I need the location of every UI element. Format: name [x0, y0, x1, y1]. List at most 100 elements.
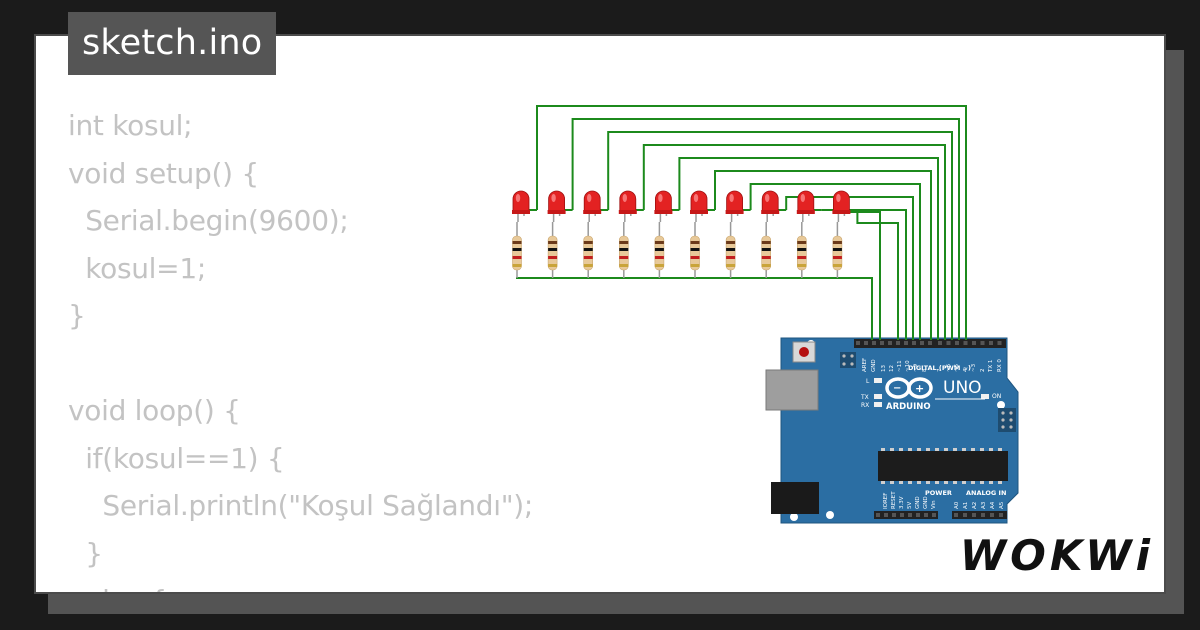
pin-label: 3.3V — [899, 496, 905, 509]
rx-label: RX — [861, 402, 869, 409]
code-line — [68, 340, 533, 388]
header-hole — [963, 513, 967, 517]
wires — [516, 105, 967, 340]
chip-pin — [989, 481, 993, 484]
resistor — [618, 235, 629, 271]
resistor — [690, 235, 700, 271]
logo-minus: − — [893, 383, 901, 394]
tx-label: TX — [860, 394, 869, 401]
led — [548, 190, 565, 213]
led — [761, 190, 779, 213]
analog-label: ANALOG IN — [966, 489, 1006, 497]
led-rim — [583, 210, 602, 214]
pin-label: ~3 — [971, 363, 977, 372]
header-hole — [999, 513, 1003, 517]
chip-pin — [935, 448, 939, 451]
signal-wire — [785, 196, 914, 340]
header-hole — [908, 513, 912, 517]
on-label: ON — [992, 393, 1001, 400]
resistor-band — [761, 264, 771, 267]
led-rim — [832, 210, 851, 214]
led — [583, 190, 601, 213]
chip-pin — [908, 448, 912, 451]
chip-pin — [971, 481, 975, 484]
icsp-header-small — [840, 352, 856, 368]
resistor-band — [832, 241, 842, 244]
resistor-band — [654, 248, 664, 251]
reset-button-cap — [799, 347, 809, 357]
header-hole — [864, 341, 868, 345]
led — [512, 190, 530, 213]
pin-label: 7 — [937, 368, 943, 372]
header-hole — [924, 513, 928, 517]
chip-pin — [926, 481, 930, 484]
chip-pin — [917, 481, 921, 484]
chip-pin — [890, 481, 894, 484]
led-l — [874, 378, 882, 383]
pin-label: 2 — [980, 369, 986, 373]
l-label: L — [866, 378, 870, 385]
header-hole — [884, 513, 888, 517]
header-hole — [928, 341, 932, 345]
led-highlight — [693, 194, 699, 202]
led-rx — [874, 402, 882, 407]
pin-label: ~9 — [913, 363, 919, 372]
usb-connector — [765, 369, 819, 411]
led-resistor-array — [512, 190, 851, 278]
chip-pin — [989, 448, 993, 451]
resistor-band — [654, 264, 664, 267]
circuit-diagram: − + UNO ARDUINO DIGITAL (PWM ~) POWER AN… — [512, 105, 1019, 524]
resistor-band — [583, 248, 593, 251]
header-hole — [990, 513, 994, 517]
header-hole — [997, 341, 1002, 345]
resistor-band — [548, 264, 558, 267]
resistor-band — [583, 264, 593, 267]
pin-label: RESET — [891, 491, 897, 509]
resistor-band — [690, 241, 700, 244]
pin-label: ~10 — [905, 360, 911, 372]
resistor-band — [619, 256, 629, 259]
chip-pin — [944, 448, 948, 451]
chip-pin — [980, 448, 984, 451]
resistor-band — [548, 241, 558, 244]
resistor-band — [619, 264, 629, 267]
header-hole — [856, 341, 860, 345]
pin-label: A1 — [963, 502, 969, 509]
header-hole — [892, 513, 896, 517]
chip-pin — [881, 481, 885, 484]
signal-wire — [571, 118, 960, 340]
header-hole — [896, 341, 900, 345]
led-highlight — [515, 194, 521, 202]
chip-pin — [962, 481, 966, 484]
code-line: Serial.println("Koşul Sağlandı"); — [68, 489, 534, 522]
chip-pin — [962, 448, 966, 451]
code-line: else { — [68, 577, 533, 592]
chip-pin — [926, 448, 930, 451]
resistor-band — [619, 248, 629, 251]
resistor — [761, 235, 772, 271]
resistor-band — [548, 248, 558, 251]
header-hole — [876, 513, 880, 517]
led-rim — [654, 210, 673, 214]
led-tx — [874, 394, 882, 399]
chip-pin — [980, 481, 984, 484]
arduino-infinity-logo — [885, 377, 933, 399]
resistor-band — [654, 256, 664, 259]
digital-label: DIGITAL (PWM ~) — [908, 364, 971, 372]
code-line: kosul=1; — [68, 251, 206, 285]
digital-header-left — [854, 339, 936, 348]
resistor-band — [797, 256, 807, 259]
header-holes — [856, 341, 1003, 517]
pin-label: A4 — [990, 501, 996, 509]
resistor — [832, 235, 843, 271]
pin-label: A3 — [981, 501, 987, 509]
resistor-band — [797, 264, 807, 267]
chip-pin — [944, 481, 948, 484]
resistor — [796, 235, 807, 271]
chip-pin — [935, 481, 939, 484]
resistor — [583, 235, 594, 271]
pin-label: RX 0 — [997, 359, 1003, 372]
pin-label: 4 — [963, 368, 969, 372]
header-hole — [920, 341, 924, 345]
